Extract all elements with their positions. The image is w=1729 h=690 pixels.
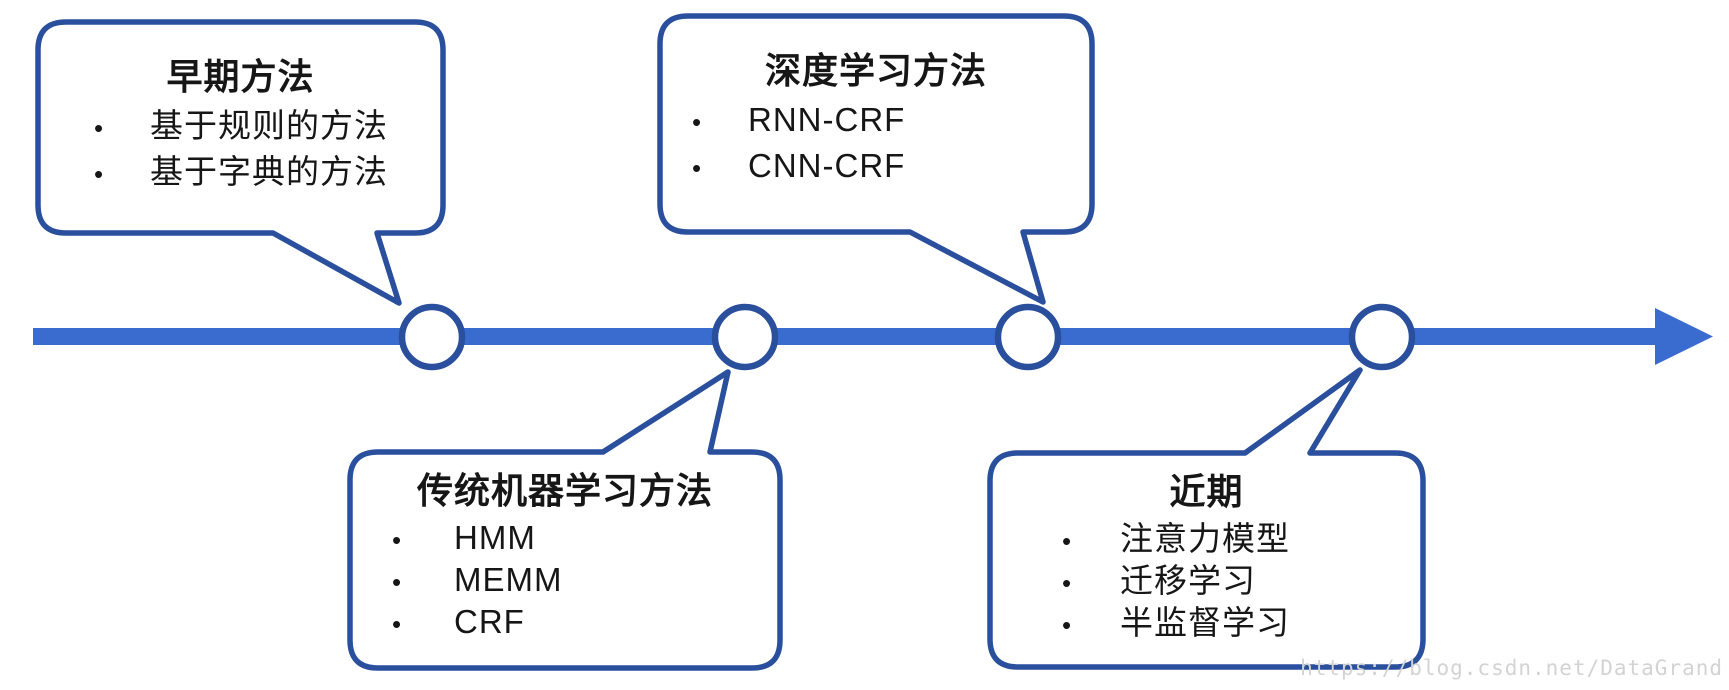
timeline-node-2 bbox=[711, 303, 779, 371]
bullet-dot: • bbox=[392, 567, 402, 597]
bullet-item: • CRF bbox=[350, 602, 780, 644]
bullet-item: • MEMM bbox=[350, 560, 780, 602]
bubble-deep-learning: 深度学习方法 • RNN-CRF • CNN-CRF bbox=[660, 16, 1092, 232]
bullet-item: • RNN-CRF bbox=[660, 98, 1092, 144]
bullet-dot: • bbox=[392, 609, 402, 639]
bullet-list: • HMM • MEMM • CRF bbox=[350, 518, 780, 644]
bullet-item: • 基于字典的方法 bbox=[38, 150, 443, 196]
bubble-title: 深度学习方法 bbox=[764, 50, 987, 91]
bubble-title: 早期方法 bbox=[166, 56, 315, 97]
timeline-arrow bbox=[33, 308, 1713, 365]
bubble-traditional-ml: 传统机器学习方法 • HMM • MEMM • CRF bbox=[350, 452, 780, 668]
bullet-item: • 基于规则的方法 bbox=[38, 104, 443, 150]
timeline-node-1 bbox=[398, 303, 466, 371]
bubble-title: 传统机器学习方法 bbox=[416, 470, 713, 511]
bubble-title: 近期 bbox=[1169, 471, 1244, 512]
arrowhead-icon bbox=[1655, 308, 1713, 365]
timeline-line bbox=[33, 328, 1663, 345]
bullet-item: • 注意力模型 bbox=[990, 519, 1423, 561]
bullet-dot: • bbox=[1062, 610, 1072, 640]
watermark: https://blog.csdn.net/DataGrand bbox=[1300, 656, 1723, 680]
bullet-item: • 迁移学习 bbox=[990, 561, 1423, 603]
bubble-recent: 近期 • 注意力模型 • 迁移学习 • 半监督学习 bbox=[990, 453, 1423, 667]
bubble-traditional-ml-outline bbox=[347, 369, 783, 671]
bubble-recent-outline bbox=[987, 367, 1426, 670]
bullet-dot: • bbox=[392, 525, 402, 555]
timeline-node-4 bbox=[1348, 303, 1416, 371]
bullet-dot: • bbox=[1062, 526, 1072, 556]
bullet-list: • RNN-CRF • CNN-CRF bbox=[660, 98, 1092, 190]
bullet-item: • CNN-CRF bbox=[660, 144, 1092, 190]
bullet-list: • 注意力模型 • 迁移学习 • 半监督学习 bbox=[990, 519, 1423, 645]
bullet-dot: • bbox=[94, 159, 104, 189]
bullet-list: • 基于规则的方法 • 基于字典的方法 bbox=[38, 104, 443, 196]
bullet-dot: • bbox=[1062, 568, 1072, 598]
bubble-deep-learning-outline bbox=[657, 13, 1095, 305]
bubble-early-methods-outline bbox=[35, 19, 446, 306]
bubble-early-methods: 早期方法 • 基于规则的方法 • 基于字典的方法 bbox=[38, 22, 443, 233]
bullet-item: • 半监督学习 bbox=[990, 603, 1423, 645]
bullet-dot: • bbox=[692, 107, 702, 137]
bullet-dot: • bbox=[692, 153, 702, 183]
bullet-dot: • bbox=[94, 113, 104, 143]
bullet-item: • HMM bbox=[350, 518, 780, 560]
timeline-node-3 bbox=[994, 303, 1062, 371]
